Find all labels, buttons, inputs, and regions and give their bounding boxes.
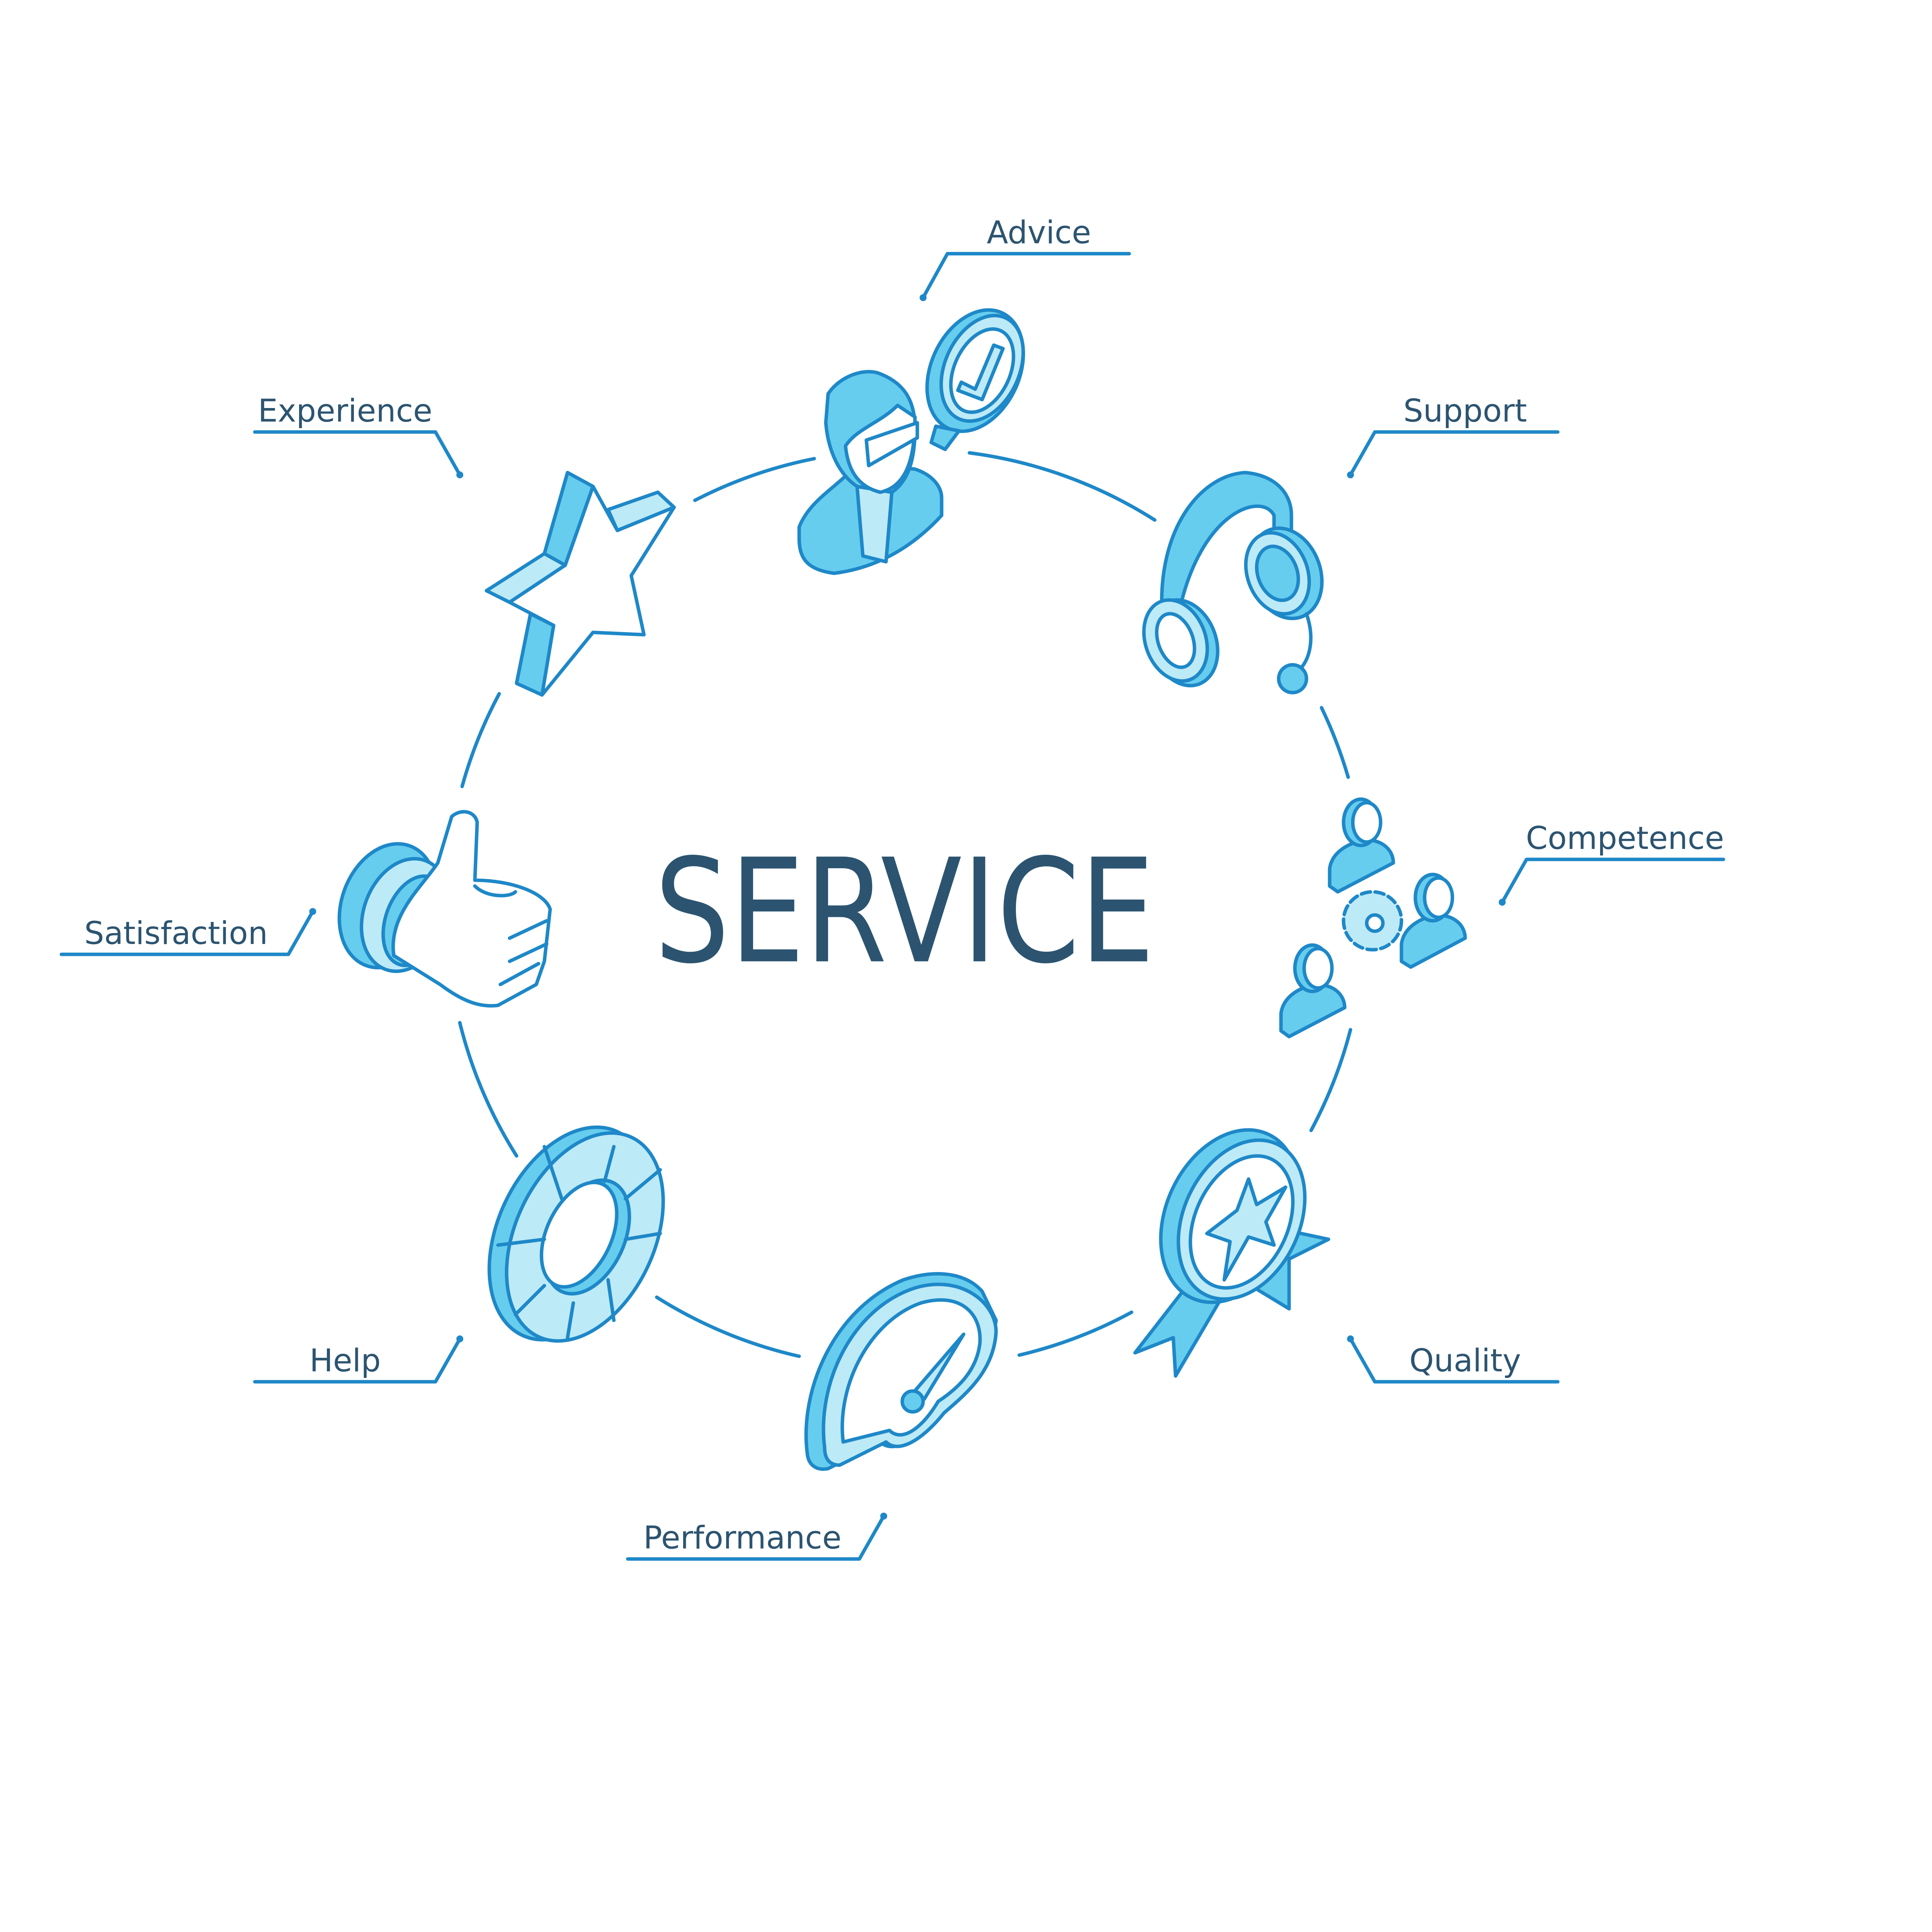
label-experience: Experience: [258, 393, 432, 429]
leader-line: [921, 252, 1131, 299]
leader-line: [626, 1514, 886, 1561]
lifebuoy-icon: [487, 1125, 665, 1343]
leader-dot: [456, 1335, 463, 1343]
item-advice: Advice: [797, 214, 1131, 575]
team-gear-icon: [1279, 797, 1467, 1039]
consultant-icon: [797, 308, 1025, 575]
leader-dot: [1347, 471, 1354, 478]
ring-segment: [1017, 1310, 1134, 1357]
leader-line: [253, 1337, 462, 1384]
item-help: Help: [253, 1125, 665, 1384]
ring-segment: [458, 1021, 519, 1158]
leader-line: [253, 430, 462, 477]
ring-segment: [1309, 1028, 1352, 1133]
label-support: Support: [1403, 393, 1527, 429]
ring-segment: [968, 451, 1156, 522]
service-diagram: SERVICE Advice Support: [60, 214, 1725, 1561]
leader-dot: [1498, 899, 1506, 906]
leader-line: [1349, 1337, 1560, 1384]
leader-dot: [309, 908, 316, 915]
label-quality: Quality: [1409, 1343, 1521, 1379]
label-help: Help: [310, 1343, 381, 1379]
ring-segment: [693, 457, 816, 502]
item-support: Support: [1142, 393, 1560, 694]
label-performance: Performance: [643, 1520, 842, 1556]
label-competence: Competence: [1526, 820, 1724, 857]
label-advice: Advice: [987, 214, 1091, 251]
ring-segment: [655, 1295, 801, 1358]
item-competence: Competence: [1279, 797, 1725, 1039]
leader-line: [1500, 857, 1725, 904]
ring-segment: [1320, 706, 1350, 779]
medal-icon: [1133, 1128, 1330, 1378]
speedometer-icon: [804, 1272, 998, 1471]
item-performance: Performance: [626, 1272, 998, 1561]
leader-line: [60, 910, 315, 956]
cycle-ring: [458, 451, 1352, 1358]
leader-dot: [456, 471, 463, 478]
leader-line: [1349, 430, 1560, 477]
label-satisfaction: Satisfaction: [84, 915, 268, 952]
headset-icon: [1142, 471, 1324, 694]
ring-segment: [460, 692, 501, 788]
item-experience: Experience: [253, 393, 676, 697]
leader-dot: [880, 1512, 888, 1520]
star-icon: [485, 471, 676, 697]
center-title: SERVICE: [655, 828, 1155, 995]
leader-dot: [919, 294, 927, 301]
leader-dot: [1347, 1335, 1354, 1343]
item-satisfaction: Satisfaction: [60, 810, 552, 1008]
item-quality: Quality: [1133, 1128, 1560, 1384]
thumbs-up-icon: [337, 810, 552, 1008]
